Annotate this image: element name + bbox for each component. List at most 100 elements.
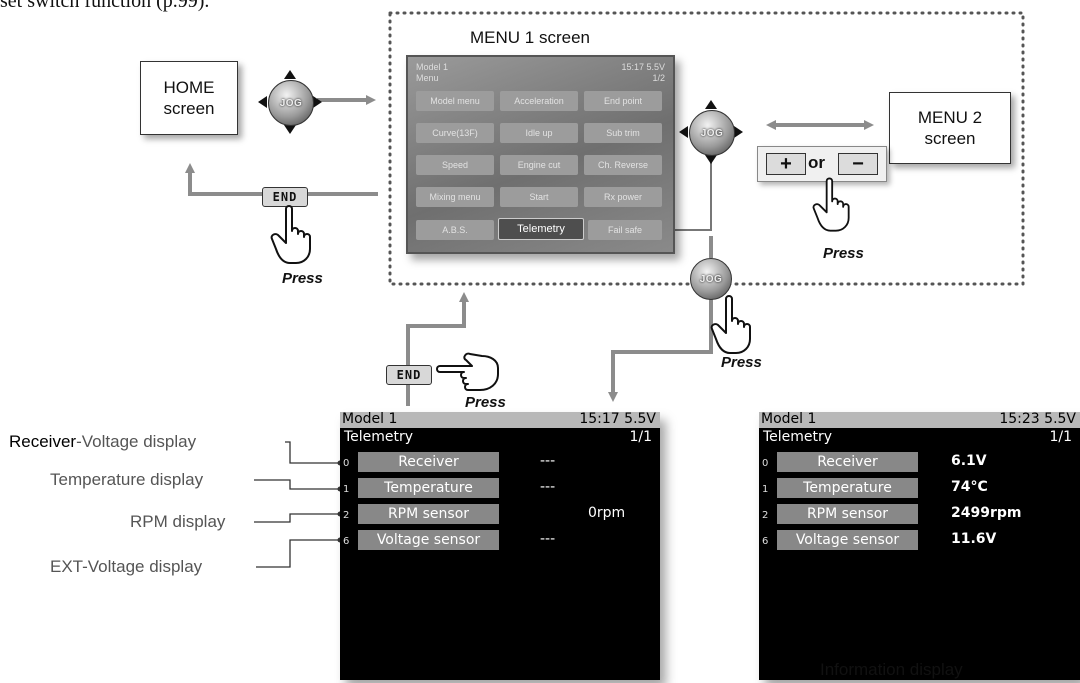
minus-key[interactable]: − — [838, 153, 878, 175]
menu-item-start[interactable]: Start — [500, 187, 578, 207]
home-screen-box: HOME screen — [140, 61, 238, 135]
pointing-hand-icon — [270, 205, 311, 264]
telemetry-page: 1/1 — [1049, 429, 1072, 445]
press-label-end-bottom: Press — [465, 394, 506, 411]
ext-voltage-display-label: EXT-Voltage display — [50, 557, 203, 576]
menu1-header-right: 15:17 5.5V 1/2 — [621, 62, 665, 84]
sensor-value: 74°C — [951, 479, 988, 495]
telemetry-row[interactable]: 0 Receiver 6.1V — [759, 452, 1080, 474]
press-label-left: Press — [282, 270, 323, 287]
telemetry-row[interactable]: 6 Voltage sensor --- — [340, 530, 660, 552]
sensor-label[interactable]: Receiver — [777, 452, 918, 472]
telemetry-screen-information: Model 1 15:23 5.5V Telemetry 1/1 0 Recei… — [759, 412, 1080, 680]
telemetry-row[interactable]: 1 Temperature --- — [340, 478, 660, 500]
jog-left-cluster[interactable]: JOG — [258, 70, 322, 134]
connector-temperature — [254, 479, 340, 490]
row-number: 2 — [343, 510, 350, 521]
sensor-value: --- — [540, 453, 556, 469]
telemetry-row[interactable]: 1 Temperature 74°C — [759, 478, 1080, 500]
menu-item-end-point[interactable]: End point — [584, 91, 662, 111]
jog-press-button[interactable]: JOG — [690, 258, 732, 300]
connector-ext-voltage — [256, 539, 340, 568]
menu1-page: 1/2 — [652, 73, 665, 83]
telemetry-row[interactable]: 0 Receiver --- — [340, 452, 660, 474]
connector-receiver — [285, 441, 340, 464]
menu-item-fail-safe[interactable]: Fail safe — [588, 220, 662, 240]
menu1-screen: Model 1 Menu 15:17 5.5V 1/2 Model menu A… — [406, 55, 675, 254]
row-number: 0 — [343, 458, 350, 469]
jog-right-cluster[interactable]: JOG — [679, 100, 743, 164]
menu-item-ch-reverse[interactable]: Ch. Reverse — [584, 155, 662, 175]
arrow-down-icon — [705, 155, 717, 164]
menu-item-model-menu[interactable]: Model menu — [416, 91, 494, 111]
sensor-value: 0rpm — [588, 505, 626, 521]
end-button-bottom[interactable]: END — [386, 365, 432, 385]
sensor-value: --- — [540, 479, 556, 495]
row-number: 6 — [762, 536, 769, 547]
telemetry-row[interactable]: 6 Voltage sensor 11.6V — [759, 530, 1080, 552]
sensor-label[interactable]: Temperature — [777, 478, 918, 498]
telemetry-model: Model 1 — [342, 412, 398, 427]
end-button-left[interactable]: END — [262, 187, 308, 207]
menu-item-mixing-menu[interactable]: Mixing menu — [416, 187, 494, 207]
jog-down-to-telemetry-arrow — [608, 296, 713, 402]
arrow-right-icon — [734, 126, 743, 138]
telemetry-row[interactable]: 2 RPM sensor 2499rpm — [759, 504, 1080, 526]
arrow-up-icon — [284, 70, 296, 79]
row-number: 6 — [343, 536, 350, 547]
menu-item-telemetry[interactable]: Telemetry — [498, 218, 584, 240]
telemetry-time: 15:17 5.5V — [579, 412, 656, 427]
sensor-label[interactable]: Voltage sensor — [358, 530, 499, 550]
sensor-label[interactable]: RPM sensor — [777, 504, 918, 524]
pointing-hand-icon — [710, 295, 751, 354]
menu-item-acceleration[interactable]: Acceleration — [500, 91, 578, 111]
sensor-label[interactable]: Temperature — [358, 478, 499, 498]
telemetry-title: Telemetry — [763, 429, 833, 445]
menu-item-rx-power[interactable]: Rx power — [584, 187, 662, 207]
receiver-word: Receiver — [9, 432, 77, 451]
rpm-display-label: RPM display — [130, 512, 226, 531]
temperature-display-label: Temperature display — [50, 470, 204, 489]
menu1-menu-label: Menu — [416, 73, 439, 83]
menu1-title: MENU 1 screen — [470, 28, 590, 47]
pointing-hand-icon — [436, 352, 499, 391]
sensor-value: --- — [540, 531, 556, 547]
page-top-text: set switch function (p.99). — [0, 0, 210, 12]
menu1-model: Model 1 — [416, 62, 449, 72]
or-label: or — [808, 153, 825, 172]
sensor-label[interactable]: RPM sensor — [358, 504, 499, 524]
menu1-header-left: Model 1 Menu — [416, 62, 448, 84]
sensor-value: 2499rpm — [951, 505, 1022, 521]
plus-minus-keys: + or − — [757, 146, 887, 182]
menu-item-speed[interactable]: Speed — [416, 155, 494, 175]
sensor-value: 11.6V — [951, 531, 997, 547]
sensor-label[interactable]: Receiver — [358, 452, 499, 472]
jog-button[interactable]: JOG — [268, 80, 314, 126]
sensor-label[interactable]: Voltage sensor — [777, 530, 918, 550]
telemetry-screen-initial: Model 1 15:17 5.5V Telemetry 1/1 0 Recei… — [340, 412, 660, 680]
connector-rpm — [254, 513, 340, 523]
menu-item-curve[interactable]: Curve(13F) — [416, 123, 494, 143]
receiver-voltage-label: Receiver-Voltage display — [9, 432, 196, 452]
menu-item-idle-up[interactable]: Idle up — [500, 123, 578, 143]
menu-item-sub-trim[interactable]: Sub trim — [584, 123, 662, 143]
telemetry-model: Model 1 — [761, 412, 817, 427]
row-number: 2 — [762, 510, 769, 521]
arrow-right-icon — [313, 96, 322, 108]
menu2-screen-box: MENU 2 screen — [889, 92, 1011, 164]
press-label-jog: Press — [721, 354, 762, 371]
plus-key[interactable]: + — [766, 153, 806, 175]
telemetry-title: Telemetry — [344, 429, 414, 445]
arrow-down-icon — [284, 125, 296, 134]
telemetry-row[interactable]: 2 RPM sensor 0rpm — [340, 504, 660, 526]
row-number: 1 — [343, 484, 350, 495]
sensor-value: 6.1V — [951, 453, 987, 469]
telemetry-header: Model 1 15:17 5.5V — [340, 412, 660, 428]
voltage-display-suffix: -Voltage display — [76, 432, 197, 451]
row-number: 1 — [762, 484, 769, 495]
information-display-caption: Information display — [820, 660, 963, 679]
jog-button[interactable]: JOG — [689, 110, 735, 156]
menu-item-engine-cut[interactable]: Engine cut — [500, 155, 578, 175]
menu-item-abs[interactable]: A.B.S. — [416, 220, 494, 240]
arrow-up-icon — [705, 100, 717, 109]
